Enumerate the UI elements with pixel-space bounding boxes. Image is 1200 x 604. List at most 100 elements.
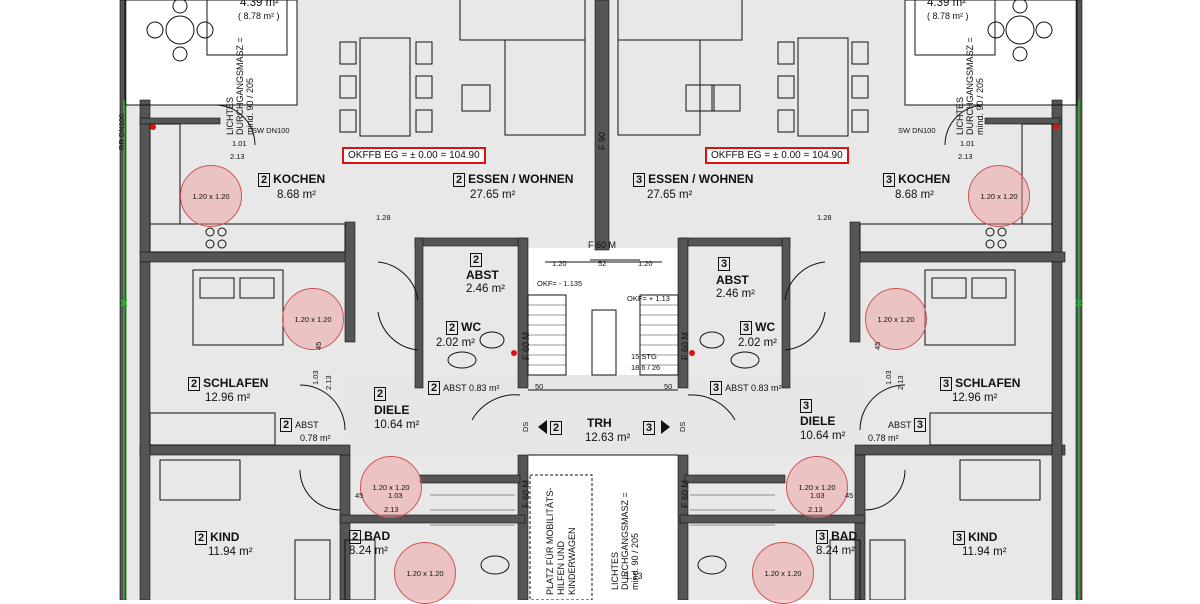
dim-103-right: 1.03 (884, 370, 893, 385)
unit-number: 2 (195, 531, 208, 545)
balcony-area2-left: ( 8.78 m² ) (238, 11, 280, 21)
room-name: ESSEN / WOHNEN (648, 172, 754, 186)
area-kochen-right: 8.68 m² (895, 189, 934, 201)
turning-circle: 1.20 x 1.20 (180, 165, 242, 227)
dim-103-left: 1.03 (311, 370, 320, 385)
room-name: KIND (968, 530, 998, 544)
dim-213-schlafen-left: 2.13 (324, 375, 333, 390)
stair-count: 15 STG (631, 352, 657, 361)
area-schlafen-left: 12.96 m² (205, 392, 251, 404)
area-kind-right: 11.94 m² (962, 546, 1007, 558)
area-wc-left: 2.02 m² (436, 337, 475, 349)
room-diele-name-left: DIELE (374, 403, 410, 417)
area-abst-right: 2.46 m² (716, 288, 755, 300)
room-diele-right: 3 (800, 398, 815, 413)
f60-bad-right: F 60 M (680, 479, 690, 508)
unit-number: 3 (883, 173, 896, 187)
sw-dn-right: SW DN100 (898, 126, 936, 135)
room-name: ESSEN / WOHNEN (468, 172, 574, 186)
dim-101-left: 1.01 (232, 139, 247, 148)
okf-minus: OKF= - 1.135 (537, 279, 583, 288)
f60-top: F 60 M (588, 240, 617, 250)
room-name: SCHLAFEN (955, 376, 1021, 390)
dim-213-bad-right: 2.13 (808, 505, 823, 514)
unit-number: 3 (940, 377, 953, 391)
unit-number: 3 (710, 381, 723, 395)
room-name: WC (755, 320, 776, 334)
area-abst-left: 2.46 m² (466, 283, 505, 295)
room-name: ABST (725, 383, 749, 393)
area-kind-left: 11.94 m² (208, 546, 253, 558)
f90-label: F 90 (597, 131, 607, 150)
dim-128-right: 1.28 (817, 213, 832, 222)
okf-plus: OKF= + 1.13 (627, 294, 670, 303)
lichtes-balcony-right: LICHTES DURCHGANGSMASZ = mind. 90 / 205 (955, 37, 985, 135)
dim-45-right: 45 (873, 341, 882, 350)
unit-number: 2 (188, 377, 201, 391)
turning-circle: 1.20 x 1.20 (360, 456, 422, 518)
room-name: BAD (364, 529, 391, 543)
area-bad-right: 8.24 m² (816, 545, 855, 557)
turning-circle: 1.20 x 1.20 (786, 456, 848, 518)
room-trh: TRH (587, 416, 612, 430)
room-name: BAD (831, 529, 858, 543)
lichtes-balcony-left: LICHTES DURCHGANGSMASZ = mind. 90 / 205 (225, 37, 255, 135)
dim-101-right: 1.01 (960, 139, 975, 148)
area-diele-right: 10.64 m² (800, 430, 846, 442)
area-schlafen-right: 12.96 m² (952, 392, 998, 404)
room-name: ABST (443, 383, 467, 393)
area-trh: 12.63 m² (585, 432, 631, 444)
stair-dim-52: 52 (598, 259, 607, 268)
area-kochen-left: 8.68 m² (277, 189, 316, 201)
stair-riser: 18.6 / 26 (631, 363, 661, 372)
unit-number: 2 (349, 530, 362, 544)
dim-113: 1.13 (625, 571, 643, 581)
area-essen-right: 27.65 m² (647, 189, 693, 201)
room-abst-name-right: ABST (716, 273, 749, 287)
room-abst-wardrobe-right: ABST 3 (888, 418, 929, 432)
room-name: KOCHEN (898, 172, 951, 186)
turning-circle: 1.20 x 1.20 (865, 288, 927, 350)
unit-number: 3 (816, 530, 829, 544)
room-abst-right: 3 (718, 256, 733, 271)
unit-number: 3 (953, 531, 966, 545)
nav-unit-right[interactable]: 3 (643, 420, 658, 435)
area-essen-left: 27.65 m² (470, 189, 516, 201)
room-diele-name-right: DIELE (800, 414, 836, 428)
dim-45-bad-right: 45 (845, 491, 854, 500)
f60-wc-left: F 60 M (521, 331, 531, 360)
unit-number: 2 (453, 173, 466, 187)
dim-213-right: 2.13 (958, 152, 973, 161)
room-name: ABST (888, 420, 912, 430)
balcony-area-right: 4.39 m² (927, 0, 966, 9)
platz-label: PLATZ FÜR MOBILITÄTS-HILFEN UND KINDERWA… (545, 487, 577, 595)
balcony-area2-right: ( 8.78 m² ) (927, 11, 969, 21)
dim-213-schlafen-right: 2.13 (896, 375, 905, 390)
okffb-label-left: OKFFB EG = ± 0.00 = 104.90 (342, 147, 486, 164)
unit-number: 3 (800, 399, 813, 413)
room-abst-left: 2 (470, 252, 485, 267)
unit-number: 2 (470, 253, 483, 267)
area-abst-wardrobe-left: 0.78 m² (300, 433, 331, 443)
nav-unit-left[interactable]: 2 (550, 420, 565, 435)
balcony-area-left: 4.39 m² (240, 0, 279, 9)
area-diele-left: 10.64 m² (374, 419, 420, 431)
dim-213-bad-left: 2.13 (384, 505, 399, 514)
room-area: 0.83 m² (468, 383, 500, 393)
room-diele-left: 2 (374, 386, 389, 401)
okffb-label-right: OKFFB EG = ± 0.00 = 104.90 (705, 147, 849, 164)
dim-50-right: 50 (664, 382, 673, 391)
dim-50-left: 50 (535, 382, 544, 391)
unit-number: 2 (550, 421, 563, 435)
f60-bad-left: F 60 M (521, 479, 531, 508)
